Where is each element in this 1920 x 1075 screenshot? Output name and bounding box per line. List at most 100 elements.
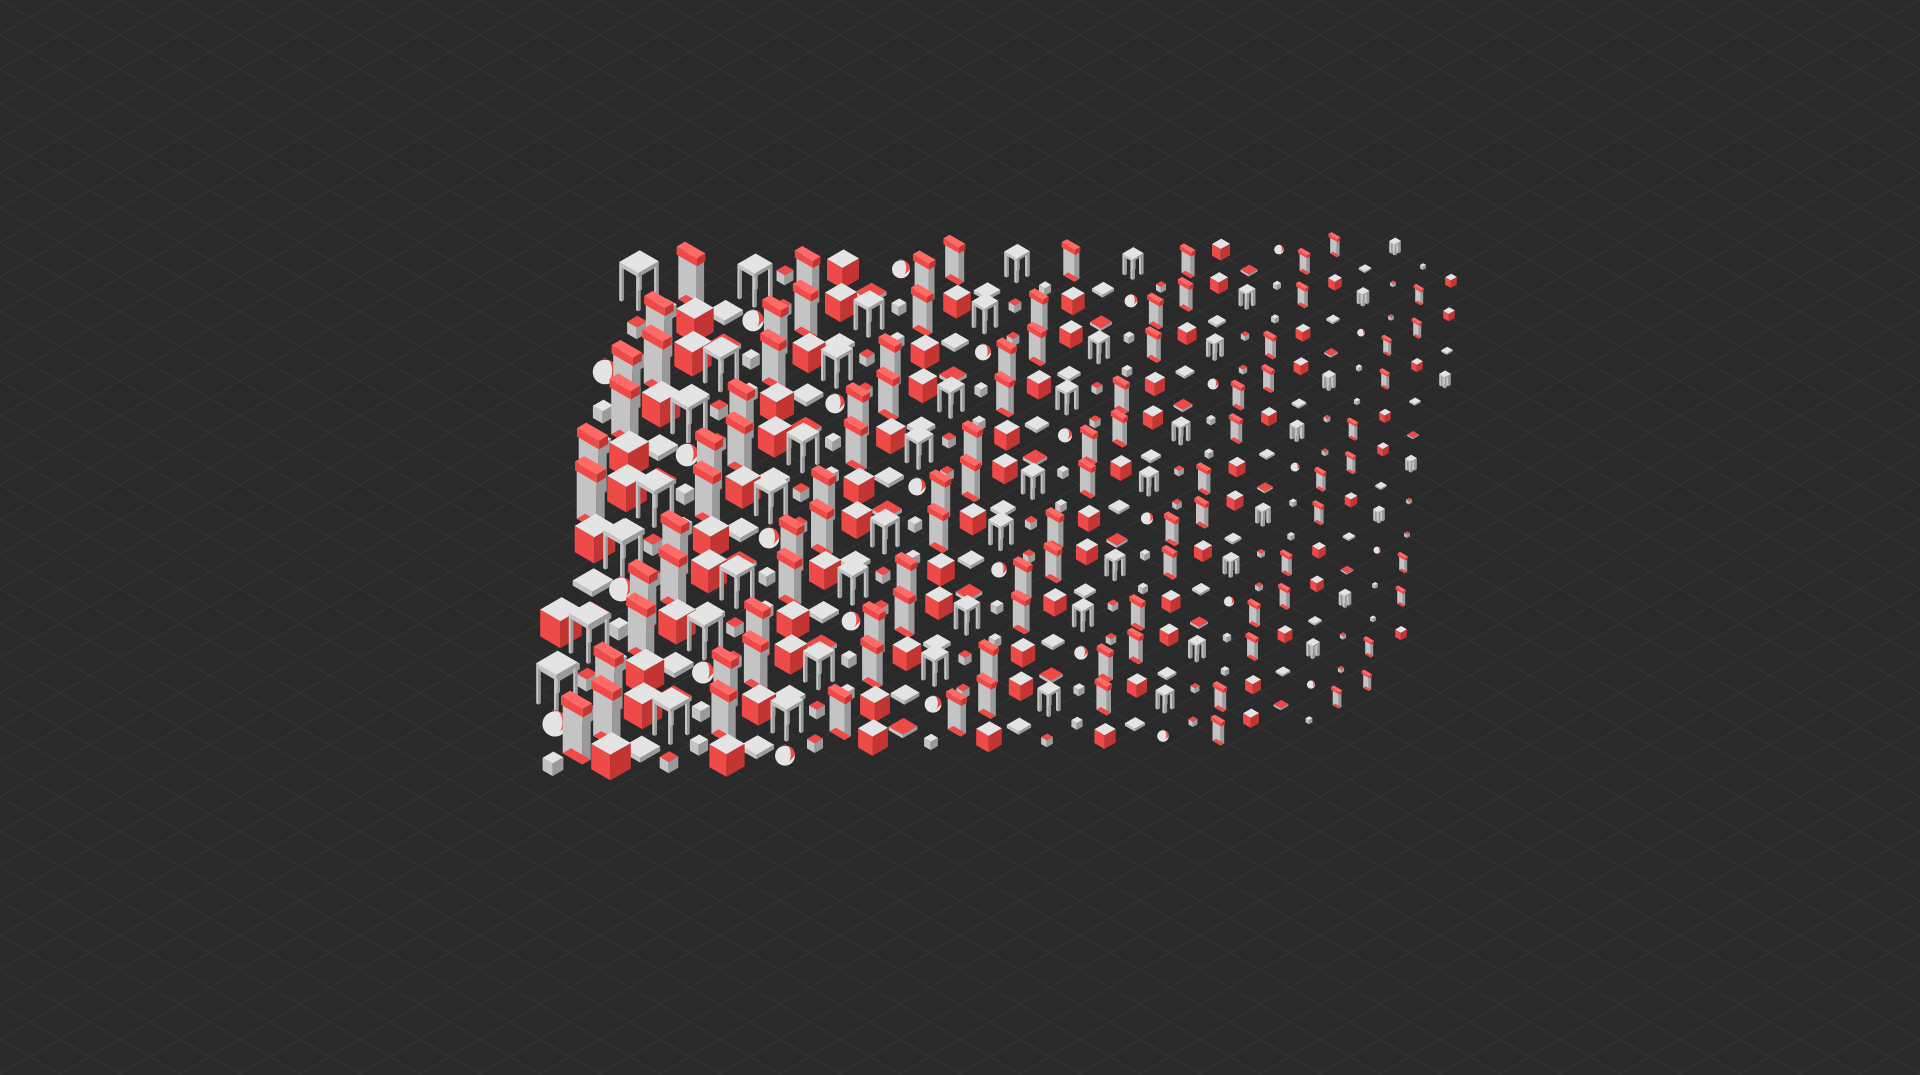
asset-193-cap [1316, 486, 1326, 492]
asset-183-prop [1057, 465, 1069, 480]
asset-312-cap [1130, 622, 1145, 631]
asset-334-cap-top [744, 596, 771, 620]
asset-164-prop-left-face [1321, 450, 1325, 457]
asset-281-prop-top-face [1255, 582, 1263, 587]
asset-180-cube [1228, 456, 1246, 478]
asset-126-wall-right-face [1008, 384, 1014, 418]
asset-359-cap-top-left-face [978, 642, 994, 657]
asset-336-cap-top-top-face [626, 592, 656, 610]
asset-355-prop-top-face [1220, 666, 1230, 671]
asset-129-ball [825, 392, 845, 414]
asset-343-ball-body [1074, 646, 1088, 660]
asset-95-tile-left-face [1057, 372, 1069, 383]
asset-414-cube-left-face [976, 728, 989, 753]
asset-315-deck-left-face [953, 602, 967, 614]
asset-198-leg-3-right-face [1042, 471, 1046, 495]
asset-23-prop-top-face [1038, 281, 1052, 289]
asset-52-wall-right-face [1042, 300, 1048, 333]
asset-168-cap-top-top-face [1080, 424, 1099, 435]
asset-353-prop [1337, 665, 1345, 674]
asset-9-deck-left-face [1122, 253, 1133, 262]
asset-360-deck-left-face [921, 652, 935, 664]
asset-292-ball-stripe [617, 576, 633, 597]
asset-94-prop-right-face [1126, 367, 1133, 378]
asset-9-deck [1122, 247, 1144, 262]
asset-410-cap [1212, 738, 1225, 746]
asset-76-brick-tile [1324, 348, 1338, 358]
asset-336-cap-top-left-face [626, 597, 647, 618]
asset-81-cap [1028, 356, 1046, 367]
asset-268-wall-right-face [1172, 554, 1177, 580]
asset-263-leg-3-right-face [640, 533, 643, 569]
asset-140-tile-left-face [1024, 423, 1037, 434]
asset-242-deck-right-face [1000, 519, 1014, 530]
asset-31-cap-top-left-face [1413, 285, 1422, 293]
asset-216-cap-top-left-face [811, 469, 829, 487]
asset-60-wall-right-face [1418, 323, 1422, 339]
asset-306-cap-top-top-face [628, 558, 658, 576]
asset-60-cap-top-face [1413, 334, 1422, 339]
asset-341-deck-top-face [1188, 634, 1206, 646]
asset-91-cube-left-face [1293, 361, 1301, 376]
asset-407-deck-right-face [670, 697, 690, 713]
asset-296-ball-body [1223, 596, 1235, 607]
asset-3-cube-left-face [1212, 244, 1221, 261]
asset-21-prop-top-face [1156, 281, 1166, 287]
asset-423-cube-left-face [709, 744, 727, 777]
asset-299-cube-top-face [1043, 588, 1067, 602]
asset-118-cap-top-top-face [611, 339, 642, 358]
asset-367-cap-top-top-face [1361, 669, 1372, 676]
asset-357-wall-right-face [1108, 654, 1113, 682]
asset-230-cube-left-face [841, 510, 857, 539]
asset-152-deck-top-face [1171, 416, 1191, 428]
asset-192-tile-left-face [1375, 485, 1381, 490]
asset-36-ball-stripe [1129, 293, 1138, 305]
asset-25-cap-top-top-face [912, 250, 936, 264]
asset-327-cube-left-face [1159, 629, 1169, 647]
asset-124-cap-top-left-face [1112, 378, 1126, 390]
asset-134-cube [1379, 408, 1391, 423]
asset-126-cap [996, 407, 1014, 418]
asset-14-cube-left-face [827, 259, 843, 289]
asset-424-prop-top-face [659, 751, 679, 762]
asset-178-wall-left-face [1346, 455, 1353, 475]
asset-60-cap-top-right-face [1419, 321, 1422, 326]
asset-290-leg-3-left-face [750, 568, 753, 601]
asset-293-wall-right-face [1402, 591, 1406, 607]
asset-77-cap-top-left-face [1263, 332, 1274, 342]
asset-167-tile-top-face [1140, 449, 1162, 461]
asset-260-cap-top-top-face [778, 514, 805, 529]
asset-222-wall-right-face [1320, 507, 1324, 526]
asset-260-cap-top-right-face [797, 524, 805, 537]
asset-380-cap-top [593, 641, 624, 668]
asset-189-cap-top-left-face [695, 431, 715, 451]
asset-347-prop [841, 650, 857, 669]
asset-173-leg-3-right-face [817, 435, 820, 466]
asset-387-deck [1037, 681, 1061, 698]
asset-357-cap-top-top-face [1096, 643, 1114, 654]
asset-290-deck-left-face [719, 565, 737, 580]
asset-360-deck [921, 644, 949, 664]
asset-195-wall-left-face [1198, 468, 1207, 496]
asset-390-cube-right-face [874, 694, 890, 723]
asset-423-cube-top-face [709, 733, 745, 755]
asset-50-cap-top-face [1148, 321, 1163, 330]
asset-339-leg-3-right-face [1317, 643, 1320, 657]
asset-84-prop-left-face [859, 353, 867, 367]
asset-386-cap-top-face [1096, 707, 1111, 716]
asset-301-cube-right-face [938, 594, 953, 621]
asset-337-leg-0-right-face [570, 617, 574, 654]
asset-67-prop-top-face [1006, 331, 1020, 339]
asset-40-prop-top-face [891, 298, 907, 308]
asset-275-prop-top-face [758, 566, 776, 577]
asset-310-cap-top-top-face [1247, 598, 1261, 607]
asset-11-deck-right-face [1016, 251, 1030, 262]
asset-227-prop-right-face [1030, 519, 1038, 531]
asset-358-brick-tile [1039, 667, 1063, 684]
asset-405-leg-0-right-face [772, 703, 776, 734]
asset-421-cap-top-top-face [561, 690, 593, 709]
asset-105-cap [1381, 384, 1390, 390]
asset-385-leg-0-left-face [1155, 692, 1158, 710]
asset-397-cube [1243, 708, 1259, 728]
asset-421-cap-top-left-face [561, 695, 583, 718]
